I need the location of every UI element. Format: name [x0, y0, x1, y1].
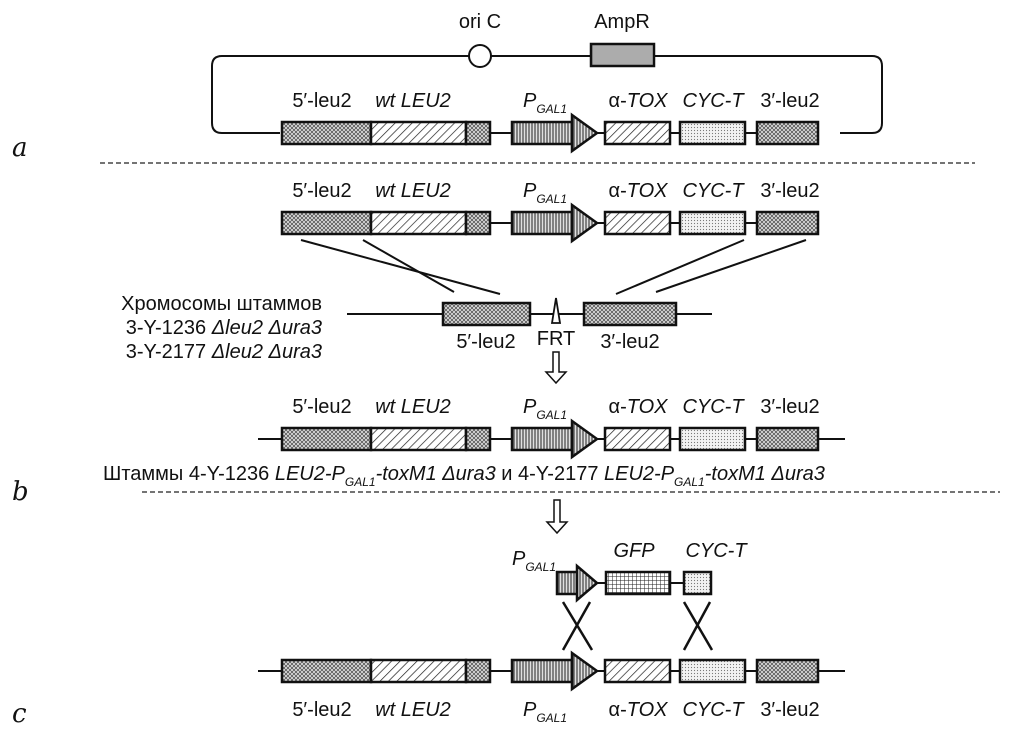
label-pgal1: PGAL1: [523, 180, 567, 206]
chromosome-5-leu2: [441, 301, 532, 327]
wt-leu2-segment: [369, 120, 468, 146]
chromosome-3-leu2: [582, 301, 678, 327]
chromosome-locus: 5′-leu2 FRT 3′-leu2: [347, 297, 712, 353]
donor-cassette: 5′-leu2 wt LEU2 PGAL1 α-TOX CYC-T 3′-leu2: [280, 180, 820, 244]
5-leu2-segment: [280, 210, 373, 236]
pgal1-promoter: [510, 210, 574, 236]
recombination-crossover-right: [615, 239, 807, 295]
alpha-tox-gene: [603, 120, 672, 146]
strains-caption: Штаммы 4-Y-1236 LEU2-PGAL1-toxM1 Δura3 и…: [103, 463, 825, 489]
label-cyc-t: CYC-T: [682, 396, 745, 418]
integrated-cassette: 5′-leu2 wt LEU2 PGAL1 α-TOX CYC-T 3′-leu2: [258, 396, 845, 460]
target-cassette: 5′-leu2 wt LEU2 PGAL1 α-TOX CYC-T 3′-leu2: [258, 650, 845, 725]
chromosome-title: Хромосомы штаммов: [121, 293, 322, 315]
pgal1-promoter: [510, 426, 574, 452]
5-leu2-segment: [280, 426, 373, 452]
label-cyc-t: CYC-T: [682, 180, 745, 202]
crossover-promoter: [561, 601, 594, 651]
3-leu2-segment: [755, 658, 820, 684]
panel-label-a: a: [12, 133, 28, 163]
promoter-arrowhead: [570, 418, 600, 460]
ampr-gene: [589, 42, 656, 68]
3-leu2-segment: [755, 426, 820, 452]
label-5-leu2: 5′-leu2: [292, 180, 351, 202]
label-alpha-tox: α-TOX: [609, 180, 669, 202]
insert-promoter: [555, 570, 579, 596]
label-3-leu2: 3′-leu2: [760, 699, 819, 721]
cyc-t-terminator: [678, 120, 747, 146]
insert-gfp-label: GFP: [613, 540, 655, 562]
leu2-end-segment: [464, 426, 492, 452]
label-wt-leu2: wt LEU2: [375, 180, 451, 202]
promoter-arrowhead: [570, 650, 600, 692]
label-alpha-tox: α-TOX: [609, 699, 669, 721]
label-5-leu2: 5′-leu2: [292, 90, 351, 112]
insert-gfp-gene: [604, 570, 672, 596]
alpha-tox-gene: [603, 426, 672, 452]
chromosome-strains-caption: Хромосомы штаммов 3-Y-1236 Δleu2 Δura3 3…: [121, 293, 322, 363]
alpha-tox-gene: [603, 658, 672, 684]
pgal1-promoter: [510, 658, 574, 684]
ori-c-label: ori C: [459, 11, 501, 33]
wt-leu2-segment: [369, 658, 468, 684]
frt-site-marker: [550, 297, 562, 324]
plasmid-map: ori C AmpR: [211, 11, 883, 134]
leu2-end-segment: [464, 120, 492, 146]
leu2-end-segment: [464, 658, 492, 684]
wt-leu2-segment: [369, 426, 468, 452]
leu2-end-segment: [464, 210, 492, 236]
label-pgal1: PGAL1: [523, 396, 567, 422]
gfp-insert-construct: PGAL1 GFP CYC-T: [512, 540, 748, 651]
plasmid-backbone: [211, 55, 883, 134]
ampr-label: AmpR: [594, 11, 650, 33]
pgal1-promoter: [510, 120, 574, 146]
insert-promoter-arrowhead: [575, 563, 599, 603]
insert-promoter-label: PGAL1: [512, 548, 556, 574]
panel-label-b: b: [12, 477, 29, 507]
recombination-crossover-left: [300, 239, 501, 295]
alpha-tox-gene: [603, 210, 672, 236]
3-leu2-segment: [755, 120, 820, 146]
cyc-t-terminator: [678, 658, 747, 684]
label-5-leu2: 5′-leu2: [292, 699, 351, 721]
label-wt-leu2: wt LEU2: [375, 396, 451, 418]
label-5-leu2: 5′-leu2: [292, 396, 351, 418]
5-leu2-segment: [280, 658, 373, 684]
label-cyc-t: CYC-T: [682, 90, 745, 112]
label-3-leu2: 3′-leu2: [760, 180, 819, 202]
5-leu2-segment: [280, 120, 373, 146]
chromosome-strain-1: 3-Y-1236 Δleu2 Δura3: [126, 317, 322, 339]
transition-arrow-b: [544, 351, 568, 385]
label-pgal1: PGAL1: [523, 699, 567, 725]
insert-cyct: [682, 570, 713, 596]
label-wt-leu2: wt LEU2: [375, 90, 451, 112]
label-wt-leu2: wt LEU2: [375, 699, 451, 721]
panel-label-c: c: [12, 699, 27, 729]
chromosome-5-leu2-label: 5′-leu2: [456, 331, 515, 353]
wt-leu2-segment: [369, 210, 468, 236]
crossover-cyct: [682, 601, 714, 651]
label-3-leu2: 3′-leu2: [760, 396, 819, 418]
insert-cyct-label: CYC-T: [685, 540, 748, 562]
plasmid-cassette: 5′-leu2 wt LEU2 PGAL1 α-TOX CYC-T 3′-leu2: [280, 90, 820, 154]
label-3-leu2: 3′-leu2: [760, 90, 819, 112]
promoter-arrowhead: [570, 202, 600, 244]
label-cyc-t: CYC-T: [682, 699, 745, 721]
cyc-t-terminator: [678, 426, 747, 452]
cyc-t-terminator: [678, 210, 747, 236]
frt-label: FRT: [537, 328, 576, 350]
label-pgal1: PGAL1: [523, 90, 567, 116]
3-leu2-segment: [755, 210, 820, 236]
chromosome-3-leu2-label: 3′-leu2: [600, 331, 659, 353]
promoter-arrowhead: [570, 112, 600, 154]
chromosome-strain-2: 3-Y-2177 Δleu2 Δura3: [126, 341, 322, 363]
label-alpha-tox: α-TOX: [609, 396, 669, 418]
ori-c-marker: [468, 44, 492, 68]
transition-arrow-c: [545, 499, 569, 535]
label-alpha-tox: α-TOX: [609, 90, 669, 112]
